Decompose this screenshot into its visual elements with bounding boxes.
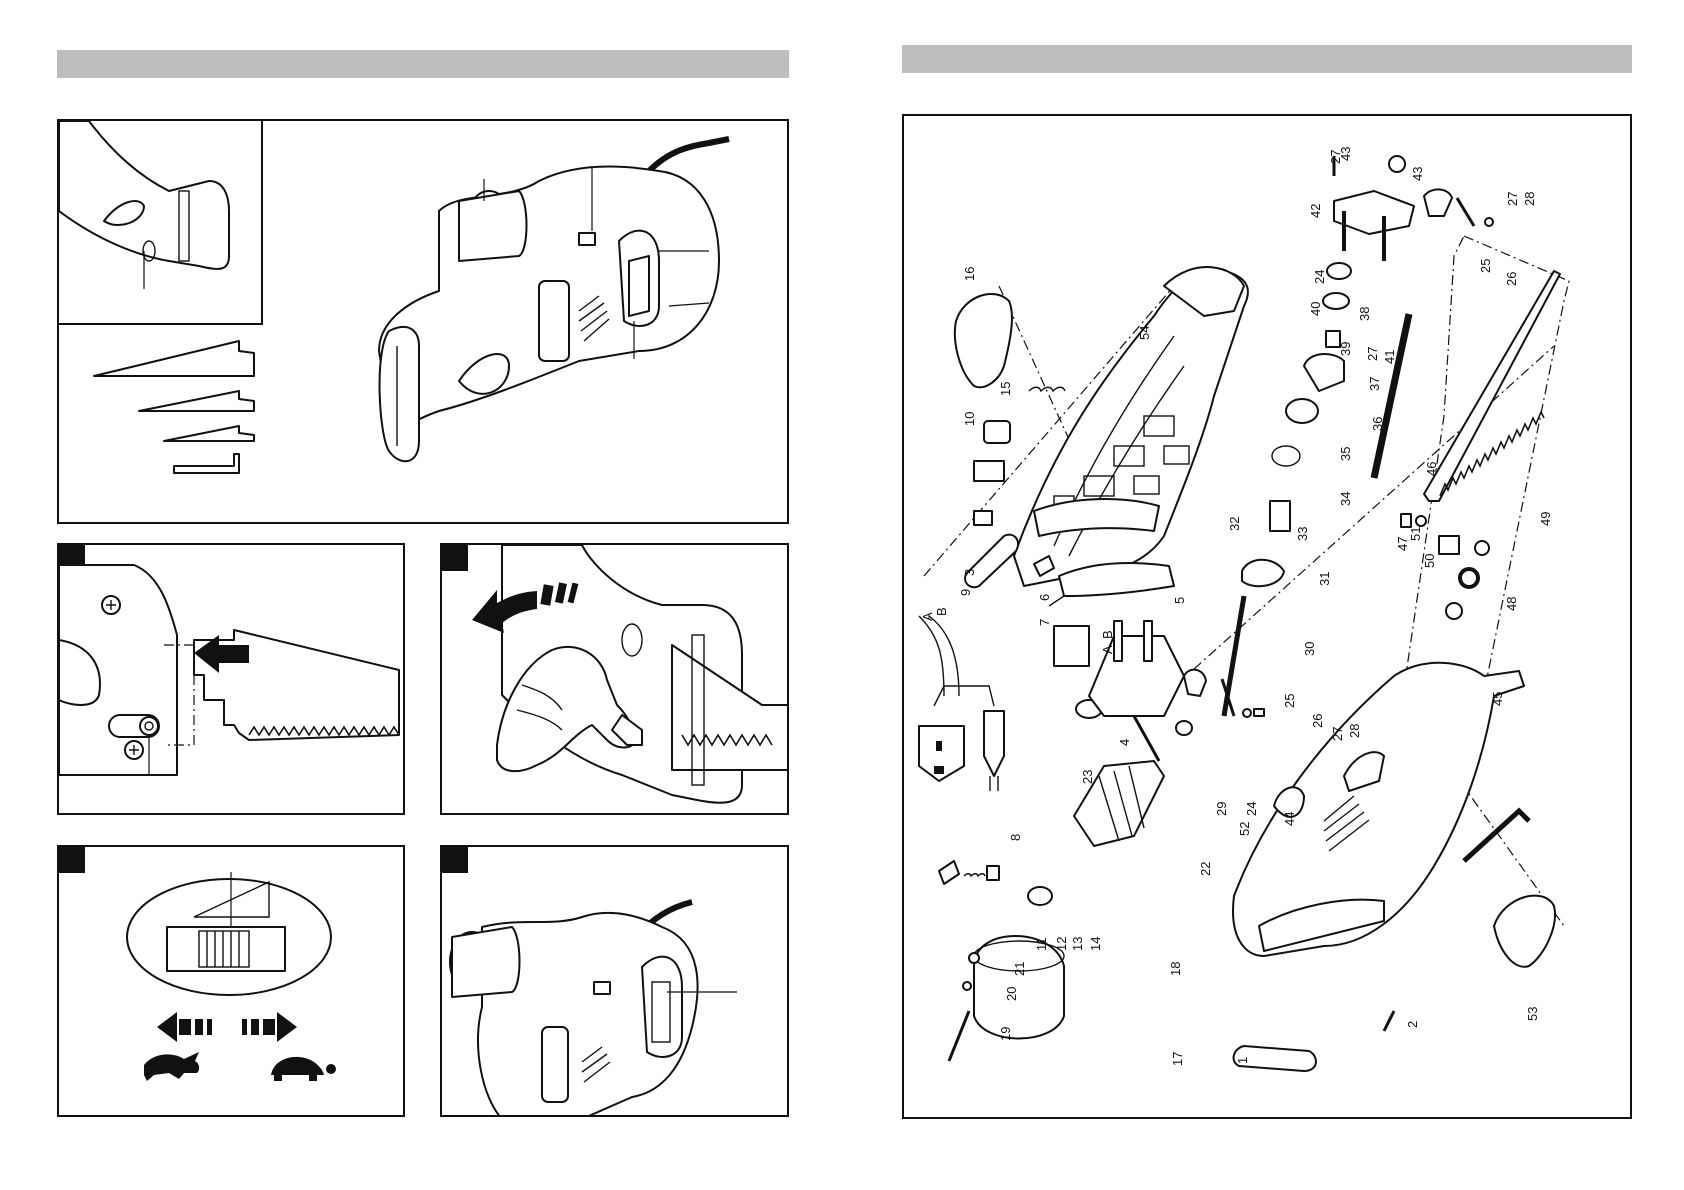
part-number: 46 (1424, 462, 1439, 476)
part-number: 33 (1295, 527, 1310, 541)
part-number: 8 (1008, 834, 1023, 841)
part-number: 26 (1310, 714, 1325, 728)
panel-tool-overview (57, 119, 789, 524)
part-number: 27 (1330, 727, 1345, 741)
part-number: 38 (1357, 307, 1372, 321)
part-number: 7 (1037, 619, 1052, 626)
part-number: 5 (1172, 597, 1187, 604)
part-number: 12 (1054, 937, 1069, 951)
part-number: 52 (1237, 822, 1252, 836)
rabbit-icon (144, 1052, 199, 1081)
part-number: 43 (1410, 167, 1425, 181)
part-number: 22 (1198, 862, 1213, 876)
part-number: 16 (962, 267, 977, 281)
part-number: 31 (1317, 572, 1332, 586)
part-number: 21 (1012, 962, 1027, 976)
saw-blades (94, 341, 254, 473)
part-number: 13 (1070, 937, 1085, 951)
part-number: 17 (1170, 1052, 1185, 1066)
part-number: 19 (998, 1027, 1013, 1041)
part-number: 42 (1308, 204, 1323, 218)
part-number: 4 (1117, 739, 1132, 746)
part-number: 24 (1244, 802, 1259, 816)
part-number: 14 (1088, 937, 1103, 951)
panel-blade-release (440, 543, 789, 815)
part-number: 36 (1370, 417, 1385, 431)
part-number: 41 (1382, 350, 1397, 364)
part-number: 26 (1504, 272, 1519, 286)
part-number: 44 (1282, 812, 1297, 826)
turtle-icon (271, 1057, 336, 1081)
part-number: 11 (1034, 938, 1049, 952)
tool-overview-illustration (59, 121, 789, 524)
part-number: 30 (1302, 642, 1317, 656)
part-number: 40 (1308, 302, 1323, 316)
wire-label: A (920, 612, 935, 621)
part-number: 23 (1080, 770, 1095, 784)
part-number: 35 (1338, 447, 1353, 461)
switch-detail-illustration (442, 847, 789, 1117)
part-number: 10 (962, 412, 977, 426)
part-number: 6 (1037, 594, 1052, 601)
panel-switch-detail (440, 845, 789, 1117)
part-number: 25 (1282, 694, 1297, 708)
part-number: 50 (1422, 554, 1437, 568)
part-number: 28 (1347, 724, 1362, 738)
part-number: 28 (1522, 192, 1537, 206)
part-number: 18 (1168, 962, 1183, 976)
part-number: 54 (1137, 326, 1152, 340)
exploded-parts-diagram: 1 2 3 4 5 6 7 8 9 10 11 12 13 14 15 16 1… (904, 116, 1632, 1119)
panel-speed-selector (57, 845, 405, 1117)
part-number: 53 (1525, 1007, 1540, 1021)
right-arrow-icon (242, 1012, 297, 1042)
blade-insert-illustration (59, 545, 405, 815)
wire-label: B (1100, 630, 1115, 639)
part-number: 48 (1504, 597, 1519, 611)
part-number: 1 (1235, 1057, 1250, 1064)
panel-exploded-view: 1 2 3 4 5 6 7 8 9 10 11 12 13 14 15 16 1… (902, 114, 1632, 1119)
part-number: 20 (1004, 987, 1019, 1001)
wire-label: B (934, 607, 949, 616)
reciprocating-saw-illustration (379, 139, 729, 461)
part-number: 24 (1312, 270, 1327, 284)
part-number: 45 (1490, 692, 1505, 706)
panel-blade-insert (57, 543, 405, 815)
part-number: 27 (1505, 192, 1520, 206)
part-number: 37 (1367, 377, 1382, 391)
left-arrow-icon (157, 1012, 212, 1042)
part-number: 29 (1214, 802, 1229, 816)
part-number: 39 (1338, 342, 1353, 356)
part-number: 32 (1227, 517, 1242, 531)
part-number: 2 (1405, 1021, 1420, 1028)
part-number: 43 (1338, 147, 1353, 161)
part-number: 9 (958, 589, 973, 596)
part-number: 34 (1338, 492, 1353, 506)
blade-release-illustration (442, 545, 789, 815)
speed-selector-illustration (59, 847, 405, 1117)
wire-label: A (1100, 645, 1115, 654)
left-page-header-bar (57, 50, 789, 78)
part-number: 15 (998, 382, 1013, 396)
part-number: 51 (1408, 527, 1423, 541)
part-number: 25 (1478, 259, 1493, 273)
right-page-header-bar (902, 45, 1632, 73)
part-number: 27 (1365, 347, 1380, 361)
part-number: 49 (1538, 512, 1553, 526)
part-number: 3 (962, 569, 977, 576)
